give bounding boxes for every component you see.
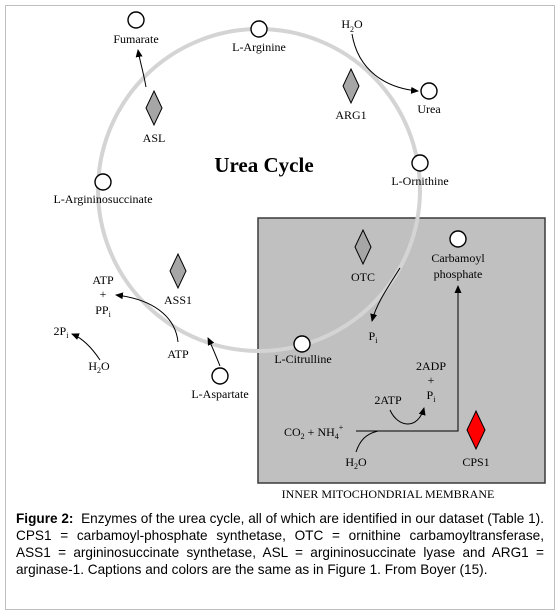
argininosuccinate-label: L-Argininosuccinate	[53, 192, 152, 206]
argininosuccinate-node	[94, 173, 112, 191]
arrow-water-to-2pi	[71, 333, 101, 361]
citrulline-label: L-Citrulline	[274, 352, 331, 366]
asl-label: ASL	[143, 131, 166, 145]
two-atp-label: 2ATP	[374, 393, 402, 407]
ass1-label: ASS1	[164, 293, 192, 307]
diagram-title: Urea Cycle	[214, 153, 313, 177]
cps1-enzyme-icon	[466, 409, 486, 451]
pi-inner-label: Pi	[427, 388, 437, 404]
water-top-label: H2O	[341, 17, 363, 34]
otc-enzyme-icon	[354, 228, 372, 266]
ppi-label: PPi	[95, 303, 111, 319]
membrane-label: INNER MITOCHONDRIAL MEMBRANE	[282, 487, 495, 501]
two-pi-label: 2Pi	[54, 324, 70, 340]
figure-caption: Figure 2: Enzymes of the urea cycle, all…	[16, 510, 544, 578]
plus-left-label: +	[100, 287, 107, 301]
pi-label: Pi	[369, 329, 379, 345]
carbamoyl-label-1: Carbamoyl	[431, 251, 485, 265]
co2-nh4-label: CO2 + NH4+	[284, 423, 344, 441]
arginine-label: L-Arginine	[232, 40, 286, 54]
urea-node	[420, 82, 438, 100]
plus-inner-label: +	[428, 373, 435, 387]
caption-text: Enzymes of the urea cycle, all of which …	[16, 511, 544, 577]
arrow-carbamoyl-to-pi	[370, 267, 401, 322]
water-bottom-label: H2O	[345, 455, 367, 471]
atp-bottom-label: ATP	[167, 347, 189, 361]
arrow-to-fumarate	[135, 49, 147, 88]
ornithine-node	[411, 154, 429, 172]
arrow-to-atp-ppi	[115, 292, 179, 343]
figure-label: Figure 2:	[16, 511, 74, 526]
fumarate-node	[127, 11, 145, 29]
arg1-label: ARG1	[335, 108, 366, 122]
urea-cycle-diagram: Urea Cycle ASL ARG1 OTC ASS1 CPS1 Fumara…	[53, 11, 546, 501]
arrow-water-bottom	[355, 430, 379, 453]
two-adp-label: 2ADP	[416, 359, 446, 373]
aspartate-label: L-Aspartate	[191, 387, 248, 401]
otc-label: OTC	[351, 270, 375, 284]
carbamoyl-label-2: phosphate	[434, 267, 483, 281]
arrow-co2-to-carbamoyl	[356, 285, 462, 432]
aspartate-node	[211, 367, 229, 385]
citrulline-node	[293, 335, 311, 353]
atp-left-label: ATP	[92, 273, 114, 287]
arrow-aspartate-in	[207, 337, 221, 367]
fumarate-label: Fumarate	[113, 32, 158, 46]
arginine-node	[250, 20, 268, 38]
asl-enzyme-icon	[145, 89, 163, 127]
arrow-water-to-urea	[351, 33, 419, 94]
ornithine-label: L-Ornithine	[391, 174, 448, 188]
urea-label: Urea	[417, 102, 441, 116]
carbamoyl-phosphate-node	[449, 230, 467, 248]
arg1-enzyme-icon	[342, 67, 360, 105]
ass1-enzyme-icon	[169, 252, 187, 290]
water-left-label: H2O	[88, 359, 110, 375]
cps1-label: CPS1	[462, 455, 489, 469]
arrow-atp-to-adp	[389, 407, 426, 425]
